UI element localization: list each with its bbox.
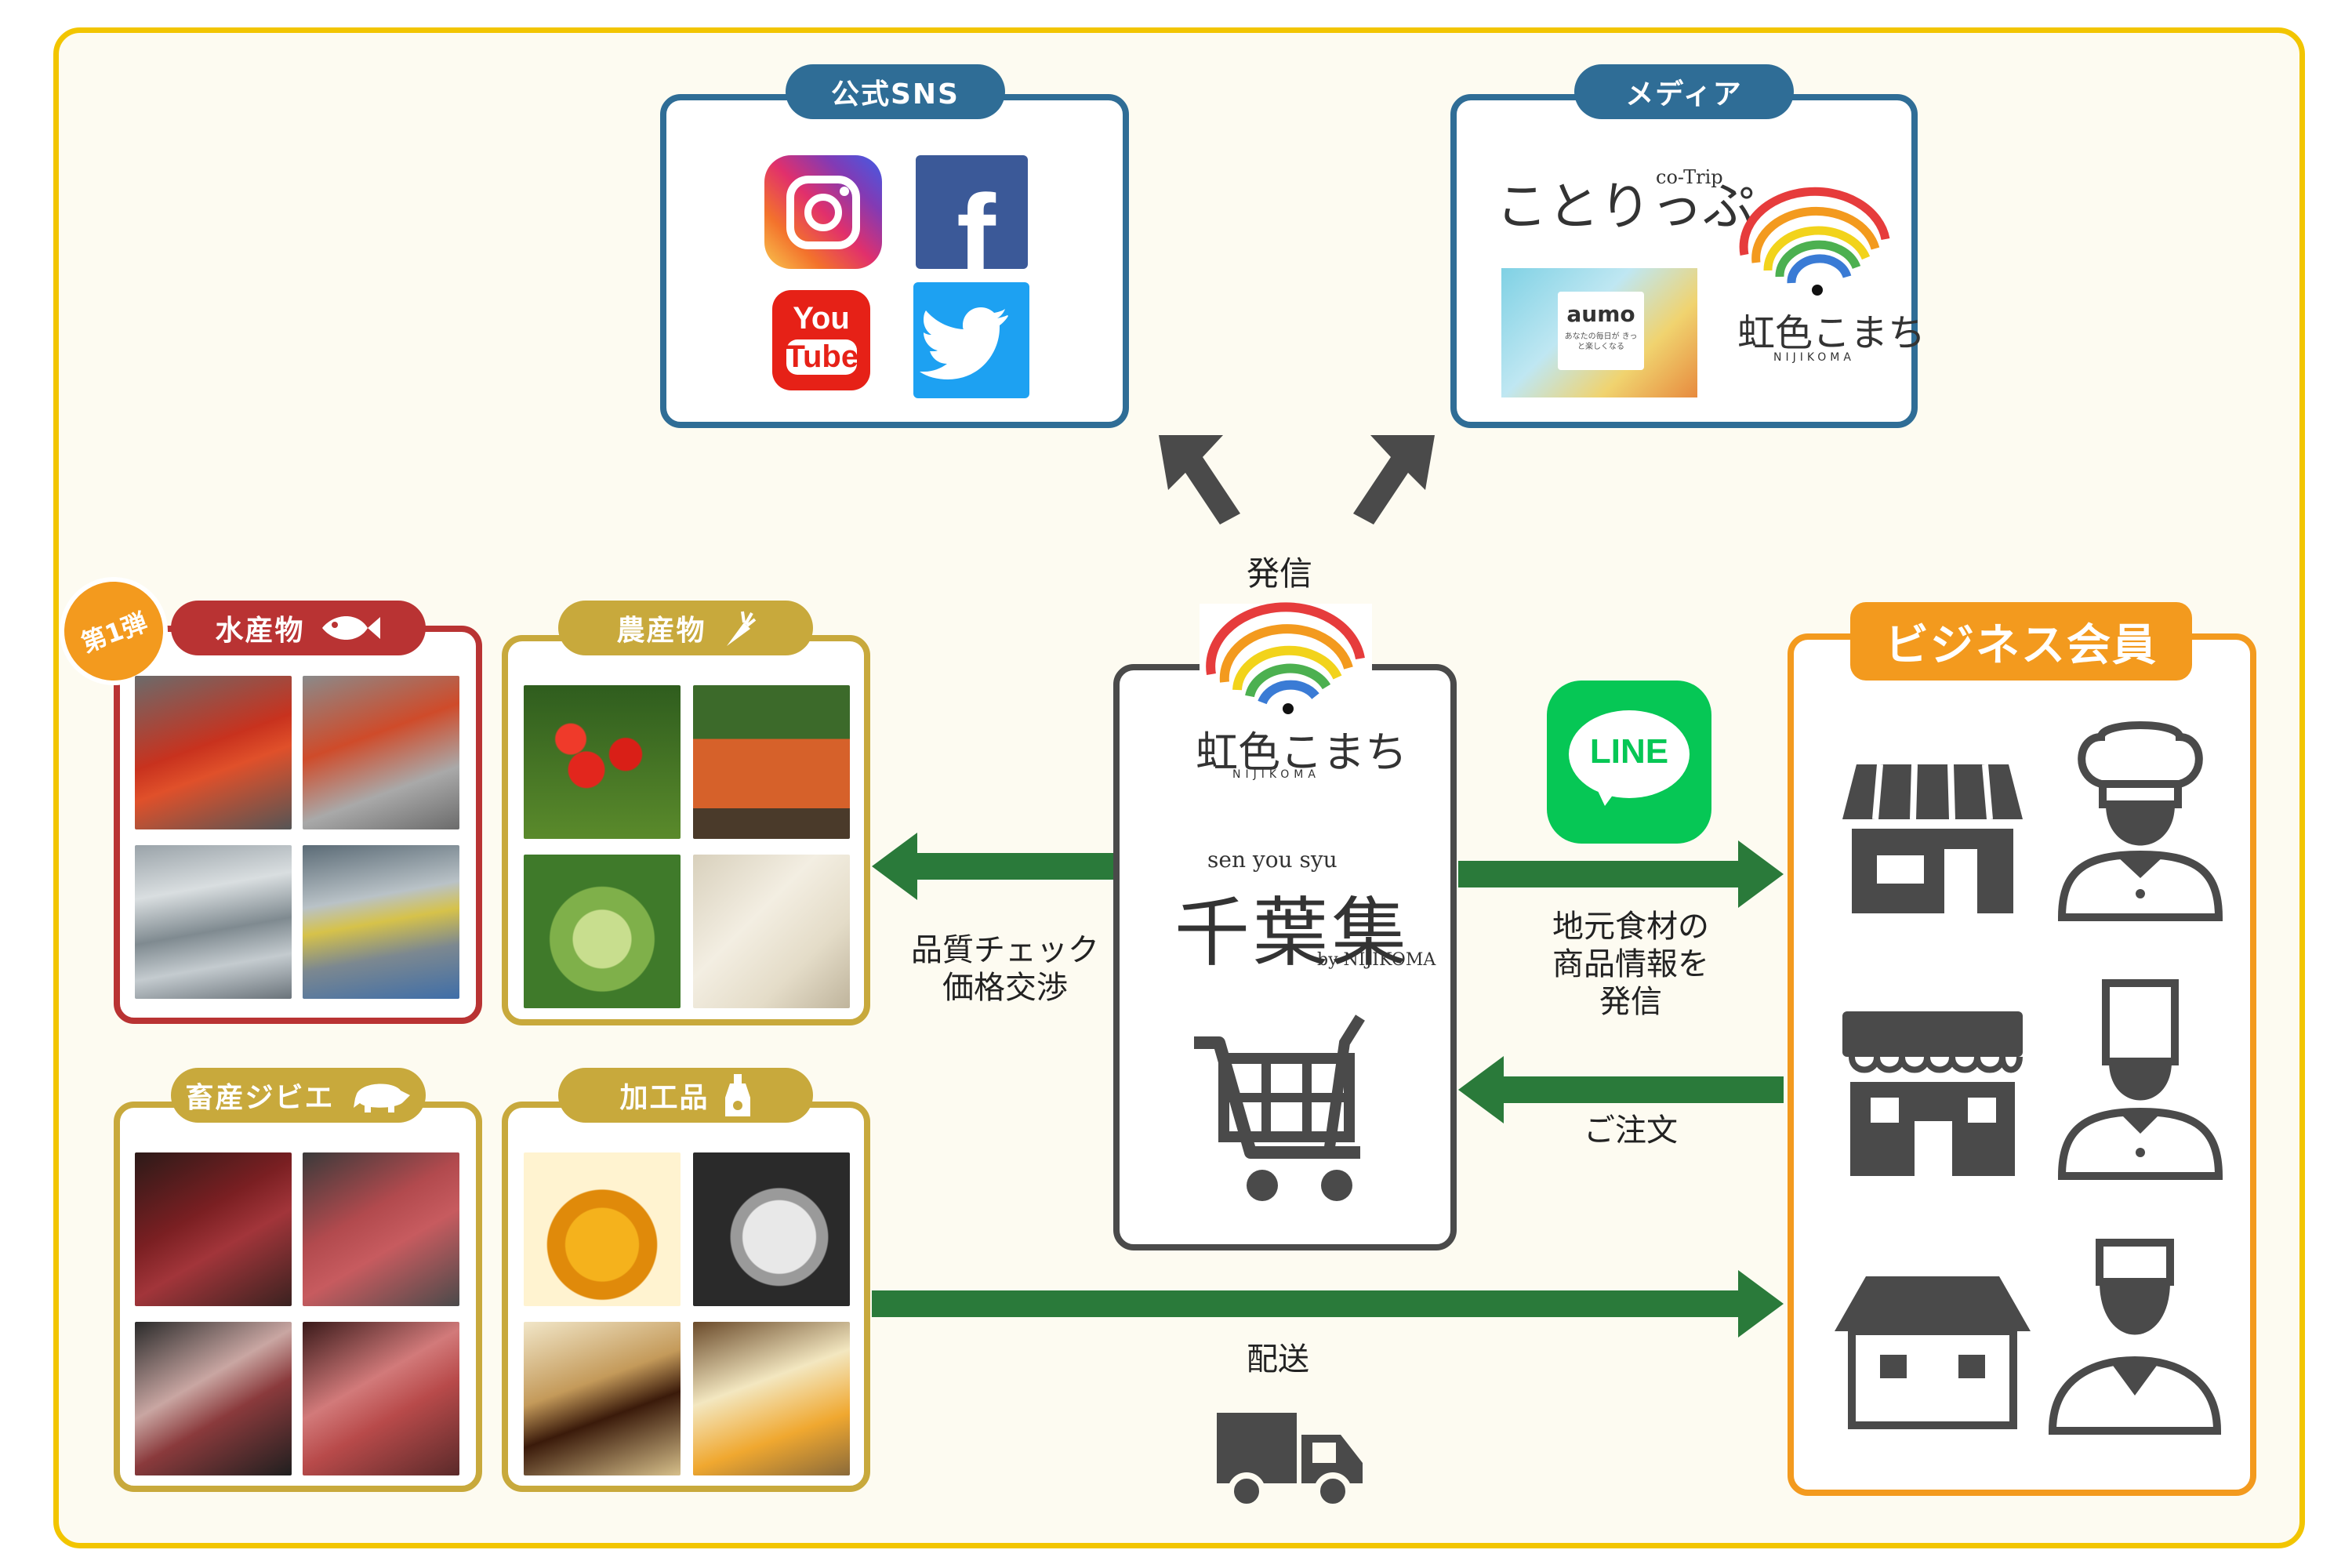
nijikoma-rainbow-icon — [1200, 602, 1372, 714]
agri-photo-tomato — [524, 685, 681, 839]
media-nijikoma-text: 虹色こまち — [1737, 311, 1926, 355]
broadcast-label: 発信 — [1247, 554, 1313, 593]
seafood-photo-2 — [303, 676, 459, 829]
processed-label: 加工品 — [619, 1082, 710, 1114]
processed-tab: 加工品 — [558, 1068, 813, 1123]
chef-icon-2 — [2057, 979, 2223, 1180]
livestock-photo-2 — [303, 1152, 459, 1306]
livestock-photo-1 — [135, 1152, 292, 1306]
agri-label: 農産物 — [616, 615, 706, 647]
processed-photo-soy — [524, 1322, 681, 1475]
boar-icon — [353, 1083, 410, 1112]
line-app-text: LINE — [1589, 732, 1669, 771]
soy-sauce-icon — [724, 1074, 750, 1116]
twitter-icon[interactable] — [913, 282, 1029, 398]
shopping-cart-icon[interactable] — [1188, 1011, 1392, 1215]
aumo-text: aumo — [1566, 301, 1635, 327]
seafood-photo-4 — [303, 845, 459, 999]
media-nijikoma-rainbow-icon — [1739, 187, 1890, 296]
media-title: メディア — [1625, 78, 1743, 111]
processed-photo-honey — [524, 1152, 681, 1306]
center-logo-sub: NIJIKOMA — [1232, 768, 1320, 781]
cotrip-sub-logo: co-Trip — [1656, 166, 1723, 188]
agri-tab: 農産物 — [558, 601, 813, 655]
fish-icon — [321, 616, 380, 640]
carrot-icon — [726, 611, 756, 646]
twitter-bird-icon — [920, 307, 1008, 379]
seafood-photo-3 — [135, 845, 292, 999]
service-reading: sen you syu — [1207, 847, 1338, 873]
business-title: ビジネス会員 — [1885, 619, 2158, 671]
delivery-label: 配送 — [1247, 1341, 1309, 1377]
agri-photo-rice — [693, 855, 850, 1008]
storefront-awning-icon — [1842, 764, 2023, 913]
youtube-bottom-text: Tube — [786, 339, 859, 375]
service-by: by NIJIKOMA — [1317, 950, 1436, 970]
media-tab: メディア — [1574, 64, 1794, 119]
arrow-to-business-info — [1458, 840, 1784, 908]
seafood-tab: 水産物 — [171, 601, 426, 655]
livestock-photo-3 — [135, 1322, 292, 1475]
house-icon — [1835, 1276, 2031, 1429]
agri-photo-carrot — [693, 685, 850, 839]
youtube-top-text: You — [793, 301, 850, 336]
sns-panel — [660, 94, 1129, 428]
quality-check-label: 品質チェック 価格交渉 — [911, 932, 1099, 1006]
business-tab: ビジネス会員 — [1850, 602, 2192, 681]
delivery-truck-icon — [1217, 1413, 1363, 1510]
sns-tab: 公式SNS — [786, 64, 1005, 119]
agri-photo-cabbage — [524, 855, 681, 1008]
arrow-up-left-icon — [1159, 435, 1240, 524]
aumo-sub-text: あなたの毎日が きっと楽しくなる — [1564, 332, 1638, 351]
arrow-to-producers — [872, 833, 1113, 900]
chef-icon-3 — [2048, 1239, 2222, 1435]
livestock-photo-4 — [303, 1322, 459, 1475]
chef-icon-1 — [2057, 721, 2223, 921]
processed-photo-cheese — [693, 1322, 850, 1475]
instagram-icon[interactable] — [764, 155, 882, 269]
sns-title: 公式SNS — [831, 78, 960, 111]
livestock-label: 畜産ジビエ — [185, 1082, 335, 1114]
service-name: 千葉集 — [1174, 889, 1410, 977]
shop-building-icon — [1842, 1011, 2023, 1176]
facebook-icon[interactable]: f — [916, 155, 1028, 269]
order-label: ご注文 — [1584, 1112, 1678, 1149]
aumo-logo: aumo あなたの毎日が きっと楽しくなる — [1501, 268, 1697, 397]
livestock-tab: 畜産ジビエ — [171, 1068, 426, 1123]
seafood-photo-1 — [135, 676, 292, 829]
cotrip-logo: ことりっぷ — [1496, 176, 1755, 237]
arrow-up-right-icon — [1353, 435, 1435, 524]
center-logo-text: 虹色こまち — [1196, 728, 1407, 777]
youtube-icon[interactable]: You Tube — [772, 290, 870, 390]
media-nijikoma-sub: NIJIKOMA — [1773, 351, 1855, 364]
line-app-icon[interactable]: LINE — [1547, 681, 1711, 844]
processed-photo-salt — [693, 1152, 850, 1306]
product-info-label: 地元食材の 商品情報を 発信 — [1552, 909, 1709, 1020]
first-launch-badge-text: 第1弾 — [77, 607, 151, 659]
seafood-label: 水産物 — [215, 615, 305, 647]
arrow-delivery-icon — [872, 1270, 1784, 1338]
arrow-order-icon — [1458, 1056, 1784, 1123]
